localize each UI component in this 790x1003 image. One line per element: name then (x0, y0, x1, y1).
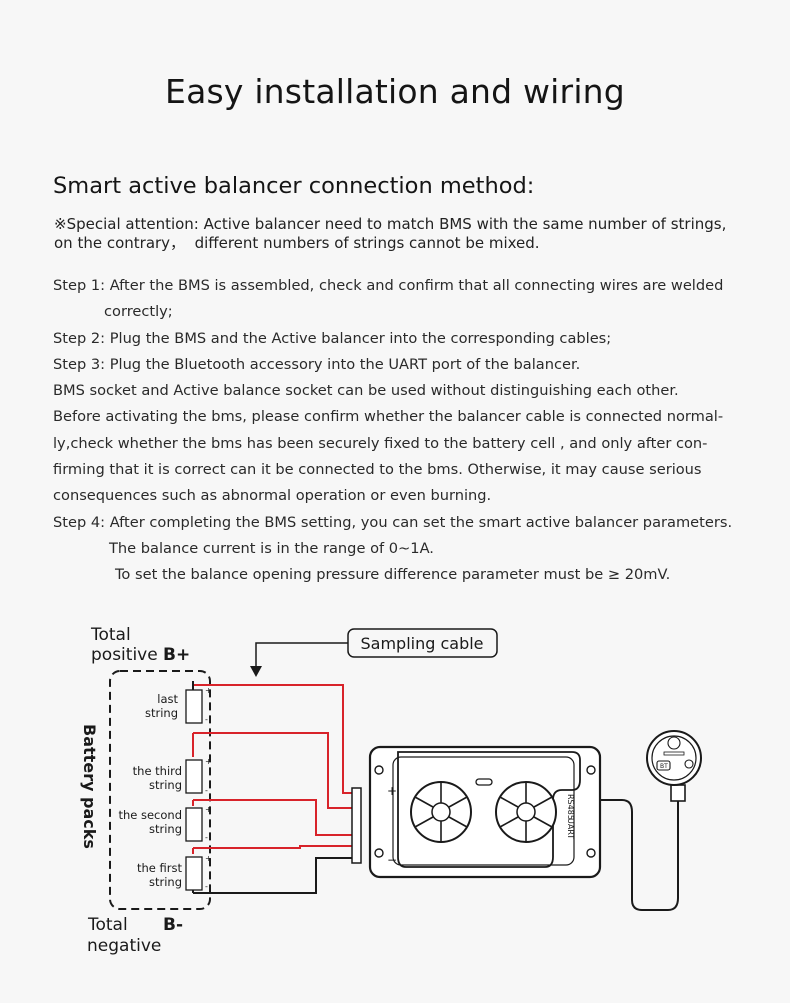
indicator-led-icon (475, 778, 493, 786)
bt-label: BT (660, 763, 668, 770)
step-1-continuation: correctly; (104, 303, 173, 321)
attention-line-1: ※Special attention: Active balancer need… (54, 215, 727, 233)
battery-pack-outline (109, 670, 211, 910)
wire-last-positive (193, 684, 352, 794)
section-subtitle: Smart active balancer connection method: (53, 173, 535, 199)
bt-button-icon (656, 760, 671, 771)
sampling-cable-label: Sampling cable (360, 634, 483, 653)
status-light-icon (684, 759, 694, 769)
b-plus-label: B+ (163, 645, 190, 665)
device-minus-label: − (387, 853, 397, 867)
step-4-pressure-difference: To set the balance opening pressure diff… (115, 566, 671, 584)
screw-icon (374, 765, 384, 775)
logo-icon (667, 736, 681, 750)
cell-first-label-1: the first (137, 861, 182, 875)
fan-icon (495, 781, 557, 843)
cell-second-plus: + (205, 805, 212, 814)
callout-leader-line (255, 642, 348, 668)
bluetooth-cable (600, 799, 679, 911)
wiring-diagram: Total positive B+ Total negative B- Batt… (80, 625, 702, 956)
total-negative-label-1: Total (87, 915, 128, 935)
screw-icon (586, 765, 596, 775)
attention-line-2: on the contrary， different numbers of st… (54, 234, 540, 252)
bluetooth-module: BT (646, 730, 702, 802)
warning-line-4: consequences such as abnormal operation … (53, 487, 492, 505)
cell-first-minus: - (205, 882, 208, 891)
battery-packs-label: Battery packs (80, 724, 99, 849)
cell-last-plus: + (205, 686, 212, 695)
wire-last-negative (193, 732, 352, 809)
device-plus-label: + (387, 784, 397, 798)
total-positive-label-1: Total (90, 625, 131, 645)
step-2-line: Step 2: Plug the BMS and the Active bala… (53, 329, 612, 347)
cell-first-label-2: string (149, 875, 182, 889)
cell-third: + - the third string (133, 757, 212, 795)
total-negative-label-2: negative (87, 936, 161, 956)
socket-note: BMS socket and Active balance socket can… (53, 382, 679, 400)
screw-icon (586, 848, 596, 858)
instruction-steps: Step 1: After the BMS is assembled, chec… (53, 273, 753, 589)
b-minus-label: B- (163, 915, 183, 935)
port-uart-label: UART (566, 818, 575, 839)
step-1-line: Step 1: After the BMS is assembled, chec… (53, 277, 724, 294)
cell-last: + - last string (145, 686, 212, 724)
callout-arrow-head (250, 666, 262, 677)
cell-last-label-2: string (145, 706, 178, 720)
page-title: Easy installation and wiring (165, 72, 625, 111)
screw-icon (374, 848, 384, 858)
cell-first-plus: + (205, 854, 212, 863)
cell-second-minus: - (205, 833, 208, 842)
sampling-wires (192, 684, 352, 854)
cell-third-label-1: the third (133, 764, 182, 778)
wire-total-negative (193, 857, 352, 894)
cell-second-label-2: string (149, 822, 182, 836)
wire-second-negative (193, 845, 352, 849)
warning-line-3: firming that it is correct can it be con… (53, 461, 702, 479)
warning-line-2: ly,check whether the bms has been secure… (53, 434, 708, 452)
wire-third-negative (193, 799, 352, 836)
step-3-line: Step 3: Plug the Bluetooth accessory int… (53, 355, 581, 373)
cell-first: + - the first string (137, 854, 212, 891)
active-balancer-device: + − RS485 UART (368, 745, 602, 879)
cell-third-minus: - (205, 786, 208, 795)
cell-third-label-2: string (149, 778, 182, 792)
port-rs485-label: RS485 (566, 794, 575, 820)
step-4-line: Step 4: After completing the BMS setting… (53, 513, 733, 531)
total-positive-label-2: positive (91, 645, 158, 665)
cell-second: + - the second string (118, 805, 211, 842)
sampling-connector (351, 787, 362, 864)
cell-second-label-1: the second (118, 808, 182, 822)
cell-last-minus: - (205, 715, 208, 724)
warning-line-1: Before activating the bms, please confir… (53, 408, 724, 426)
cell-last-label-1: last (157, 692, 178, 706)
special-attention-note: ※Special attention: Active balancer need… (54, 215, 754, 253)
cell-third-plus: + (205, 757, 212, 766)
fan-icon (410, 781, 472, 843)
step-4-balance-current: The balance current is in the range of 0… (109, 539, 434, 557)
